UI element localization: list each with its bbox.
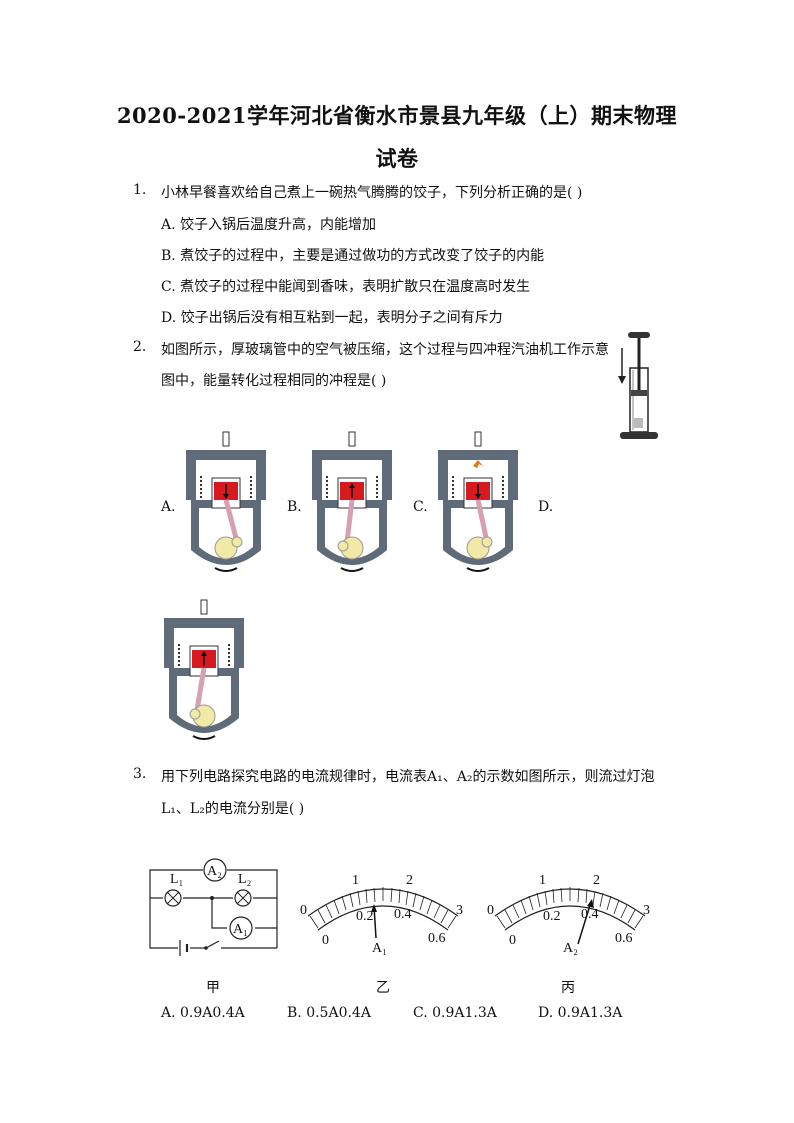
q3-stem-line2: L₁、L₂的电流分别是( ) [161, 801, 305, 817]
q2-option-c-label: C. [413, 499, 428, 515]
meter1-pointer-label: A₁ [372, 941, 387, 956]
meter1-outer-1: 1 [352, 873, 359, 888]
meter1-outer-2: 2 [406, 873, 413, 888]
engine-diagram-a [186, 431, 266, 572]
caption-yi: 乙 [376, 980, 390, 996]
q3-stem-line1: 用下列电路探究电路的电流规律时，电流表A₁、A₂的示数如图所示，则流过灯泡 [161, 769, 655, 785]
q2-option-a-label: A. [161, 499, 176, 515]
meter1-inner-1: 0.2 [356, 909, 374, 924]
q3-option-b: B. 0.5A0.4A [287, 1005, 371, 1021]
q1-option-c: C. 煮饺子的过程中能闻到香味，表明扩散只在温度高时发生 [161, 279, 531, 295]
meter1-outer-0: 0 [300, 903, 307, 918]
meter2-outer-2: 2 [593, 873, 600, 888]
engine-diagram-c [438, 431, 518, 572]
circuit-diagram: L₁ L₂ A₂ A₁ [149, 858, 278, 956]
circuit-label-a1: A₁ [233, 922, 248, 937]
q1-option-d: D. 饺子出锅后没有相互粘到一起，表明分子之间有斥力 [161, 310, 503, 326]
engine-diagram-b [312, 431, 392, 572]
q3-option-c: C. 0.9A1.3A [413, 1005, 497, 1021]
meter2-inner-1: 0.2 [543, 909, 561, 924]
q3-number: 3. [133, 766, 147, 782]
meter2-outer-3: 3 [643, 903, 650, 918]
q3-option-a: A. 0.9A0.4A [161, 1005, 245, 1021]
q2-option-b-label: B. [287, 499, 302, 515]
meter2-inner-2: 0.4 [581, 907, 599, 922]
document-title-line2: 试卷 [375, 146, 419, 171]
meter1-inner-2: 0.4 [394, 907, 412, 922]
glass-tube-figure [618, 332, 658, 439]
ammeter-a1: 0 1 2 3 0 0.2 0.4 0.6 A₁ [300, 873, 463, 956]
document-title-line1: 2020-2021学年河北省衡水市景县九年级（上）期末物理 [116, 103, 678, 128]
meter2-outer-0: 0 [487, 903, 494, 918]
q2-stem-line1: 如图所示，厚玻璃管中的空气被压缩，这个过程与四冲程汽油机工作示意 [161, 342, 609, 358]
meter2-inner-3: 0.6 [615, 931, 633, 946]
caption-bing: 丙 [561, 980, 575, 996]
meter2-outer-1: 1 [539, 873, 546, 888]
q1-option-a: A. 饺子入锅后温度升高，内能增加 [161, 217, 377, 233]
meter1-inner-0: 0 [322, 933, 329, 948]
q2-number: 2. [133, 339, 147, 355]
q2-option-d-label: D. [538, 499, 554, 515]
q2-stem-line2: 图中，能量转化过程相同的冲程是( ) [161, 373, 387, 389]
q1-number: 1. [133, 182, 147, 198]
circuit-label-a2: A₂ [207, 864, 222, 879]
ammeter-a2: 0 1 2 3 0 0.2 0.4 0.6 A₂ [487, 873, 650, 956]
q1-stem: 小林早餐喜欢给自己煮上一碗热气腾腾的饺子，下列分析正确的是( ) [161, 185, 583, 201]
engine-diagram-d [164, 599, 244, 740]
q1-option-b: B. 煮饺子的过程中，主要是通过做功的方式改变了饺子的内能 [161, 248, 545, 264]
meter2-inner-0: 0 [509, 933, 516, 948]
meter1-outer-3: 3 [456, 903, 463, 918]
meter1-inner-3: 0.6 [428, 931, 446, 946]
circuit-label-l2: L₂ [238, 872, 252, 887]
circuit-label-l1: L₁ [170, 872, 183, 887]
caption-jia: 甲 [206, 980, 220, 996]
meter2-pointer-label: A₂ [563, 941, 578, 956]
q3-option-d: D. 0.9A1.3A [538, 1005, 623, 1021]
